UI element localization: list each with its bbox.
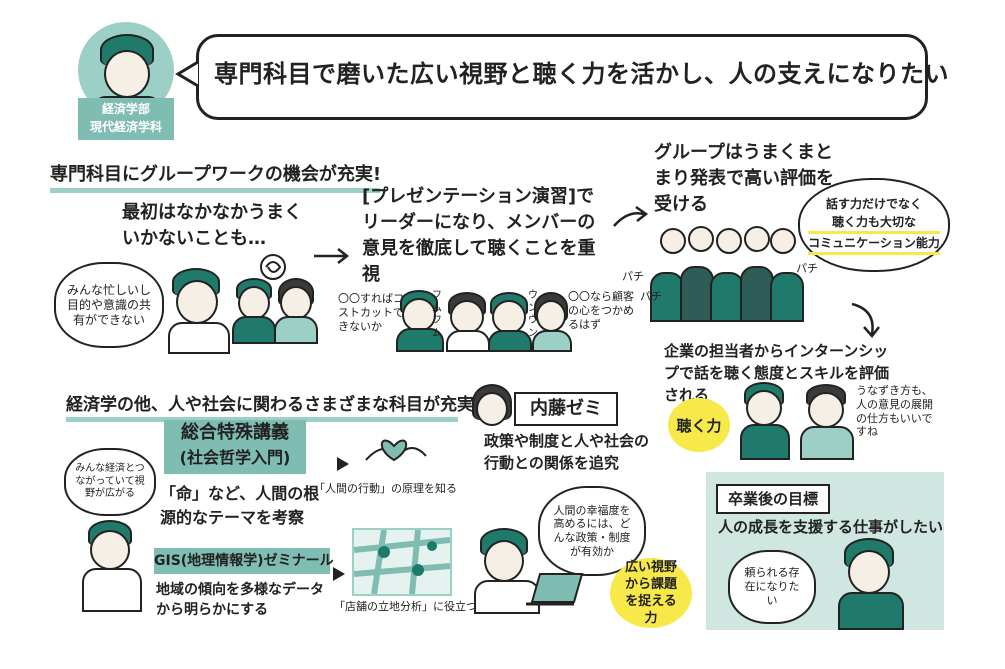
course1-description: 「命」など、人間の根源的なテーマを考察 [160, 484, 320, 527]
course2-note: 「店舗の立地分析」に役立つ [334, 600, 477, 613]
listener-figure-3 [532, 292, 572, 352]
broad-perspective-badge: 広い視野から課題を捉える力 [610, 558, 692, 628]
arrow-to-internship-icon [851, 302, 880, 338]
title-banner-tail [175, 60, 199, 88]
listener-figure-1 [446, 292, 490, 352]
praise-bubble: 話す力だけでなく 聴く力も大切な コミュニケーション能力 [798, 178, 950, 272]
customer-bubble: 〇〇なら顧客の心をつかめるはず [568, 290, 634, 331]
course1-note: 「人間の行動」の原理を知る [314, 482, 457, 495]
arrow-to-result-icon [613, 205, 649, 227]
mumble-text-2: ウンウン [528, 290, 538, 339]
faculty-label: 経済学部 現代経済学科 [78, 98, 174, 140]
broad-view-thought-text: みんな経済とつながっていて視野が広がる [75, 463, 145, 500]
arrow-to-presentation-icon [314, 248, 350, 264]
title-banner [196, 34, 928, 120]
busy-thought-bubble: みんな忙しいし目的や意識の共有ができない [54, 262, 164, 348]
goal-label-box: 卒業後の目標 [716, 484, 830, 514]
broad-perspective-label: 広い視野から課題を捉える力 [624, 560, 677, 626]
busy-thought-text: みんな忙しいし目的や意識の共有ができない [67, 282, 152, 327]
department-name: 現代経済学科 [89, 120, 162, 134]
course2-name: GIS(地理情報学)ゼミナール [154, 553, 334, 569]
page-title: 専門科目で磨いた広い視野と聴く力を活かし、人の支えになりたい [214, 60, 949, 88]
confused-scribble-icon [260, 254, 286, 280]
happiness-thought-text: 人間の幸福度を高めるには、どんな政策・制度が有効か [553, 503, 631, 558]
interviewee-figure [740, 382, 790, 460]
thinking-student-figure [82, 520, 142, 612]
mumble-text-1: フムフム [432, 290, 442, 339]
presenter-figure [396, 290, 444, 352]
future-self-figure [838, 538, 904, 630]
cost-cut-bubble: 〇〇すればコストカットできないか [338, 292, 404, 333]
broad-view-thought-bubble: みんな経済とつながっていて視野が広がる [64, 448, 156, 516]
praise-line-2: 聴く力も大切な [808, 213, 940, 234]
praise-line-3: コミュニケーション能力 [808, 234, 940, 255]
reliable-thought-text: 頼られる存在になりたい [744, 566, 800, 607]
clap-text-3: パチ [796, 262, 818, 275]
clap-text-2: パチ [640, 290, 662, 303]
group-member-figure-1 [232, 278, 276, 344]
heart-hands-icon [365, 439, 427, 462]
play-arrow-icon-2 [333, 567, 345, 581]
course1-name: 総合特殊講義 [181, 422, 289, 443]
student-leader-figure [168, 268, 230, 354]
happiness-thought-bubble: 人間の幸福度を高めるには、どんな政策・制度が有効か [538, 486, 646, 576]
internship-text: 企業の担当者からインターンシップで話を聴く態度とスキルを評価される [664, 342, 890, 404]
clap-text-1: パチ [622, 270, 644, 283]
course1-subtitle: (社会哲学入門) [179, 448, 291, 467]
presentation-text: [プレゼンテーション演習]でリーダーになり、メンバーの意見を徹底して聴くことを重… [362, 186, 596, 285]
early-difficulty-text: 最初はなかなかうまくいかないことも… [122, 202, 302, 249]
praise-line-1: 話す力だけでなく [825, 197, 922, 211]
presenting-group-illustration [656, 224, 796, 274]
seminar-title: 内藤ゼミ [530, 398, 602, 419]
course2-description: 地域の傾向を多様なデータから明らかにする [156, 582, 324, 618]
section2-heading: 経済学の他、人や社会に関わるさまざまな科目が充実 [66, 390, 474, 422]
group-member-figure-2 [274, 278, 318, 344]
faculty-name: 経済学部 [101, 102, 150, 116]
map-illustration [352, 528, 452, 596]
professor-figure [470, 384, 512, 436]
listening-skill-badge: 聴く力 [668, 398, 730, 452]
goal-label: 卒業後の目標 [727, 490, 818, 508]
section1-heading: 専門科目にグループワークの機会が充実! [50, 160, 381, 193]
staff-comment: うなずき方も、人の意見の展開の仕方もいいですね [856, 384, 933, 439]
result-text: グループはうまくまとまり発表で高い評価を受ける [654, 142, 834, 215]
course2-title: GIS(地理情報学)ゼミナール [154, 548, 334, 574]
seminar-title-box: 内藤ゼミ [514, 392, 618, 426]
listener-figure-2 [488, 292, 532, 352]
goal-text: 人の成長を支援する仕事がしたい [718, 518, 944, 536]
laptop-icon [526, 573, 584, 606]
audience-illustration [650, 262, 804, 322]
company-staff-figure [800, 384, 854, 460]
seminar-description: 政策や制度と人や社会の行動との関係を追究 [484, 432, 650, 472]
course1-title: 総合特殊講義 (社会哲学入門) [164, 420, 306, 474]
listening-skill-label: 聴く力 [676, 416, 722, 435]
play-arrow-icon [337, 457, 349, 471]
reliable-thought-bubble: 頼られる存在になりたい [728, 550, 816, 624]
